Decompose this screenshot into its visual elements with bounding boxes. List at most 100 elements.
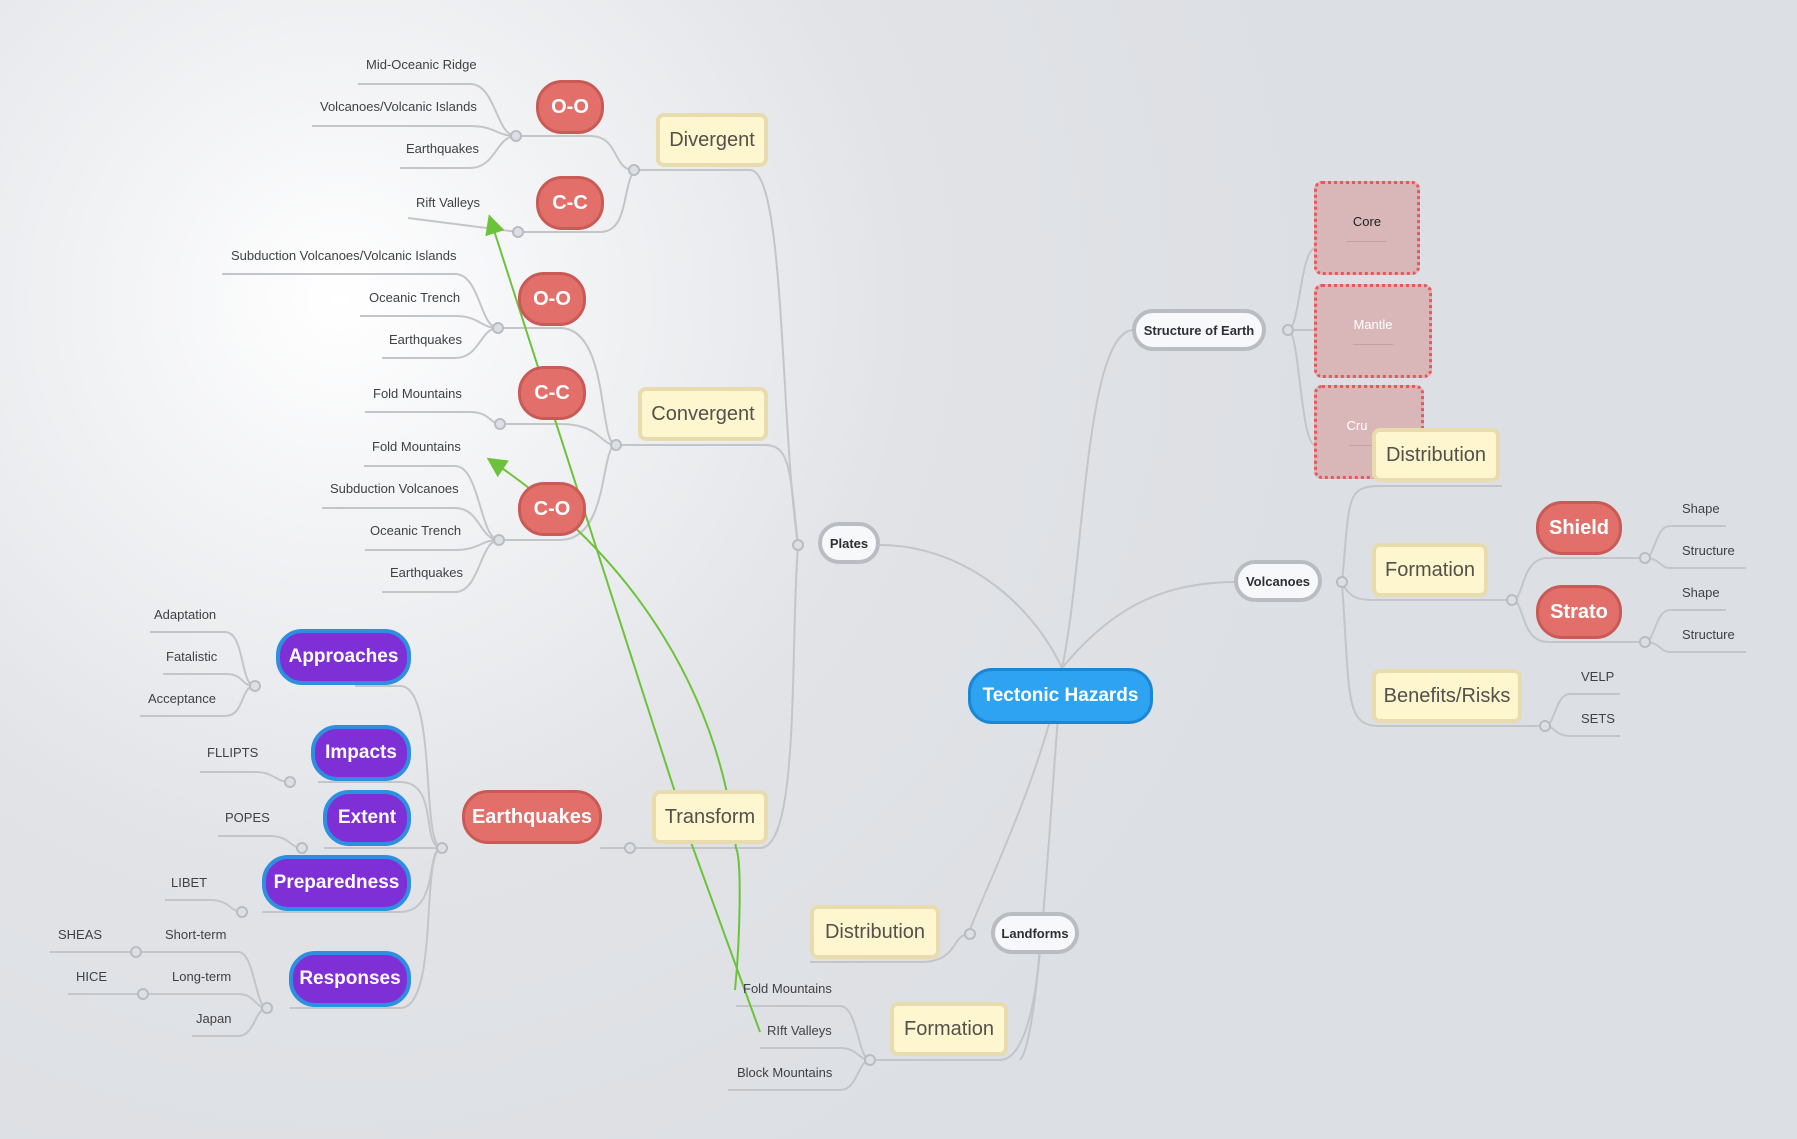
node-divergent-oo[interactable]: O-O bbox=[536, 80, 604, 134]
leaf-velp[interactable]: VELP bbox=[1581, 669, 1615, 684]
node-divergent-cc[interactable]: C-C bbox=[536, 176, 604, 230]
subtopic-benefits-risks[interactable]: Benefits/Risks bbox=[1372, 669, 1522, 723]
leaf-sets[interactable]: SETS bbox=[1581, 711, 1615, 726]
leaf-oceanic-trench-oo[interactable]: Oceanic Trench bbox=[369, 290, 461, 305]
leaf-volcanoes-volcanic-islands[interactable]: Volcanoes/Volcanic Islands bbox=[320, 99, 477, 114]
junction bbox=[864, 1054, 876, 1066]
leaf-fold-mountains-co[interactable]: Fold Mountains bbox=[372, 439, 461, 454]
leaf-land-fold-mountains[interactable]: Fold Mountains bbox=[743, 981, 832, 996]
leaf-fold-mountains-cc[interactable]: Fold Mountains bbox=[373, 386, 462, 401]
leaf-rift-valleys[interactable]: Rift Valleys bbox=[416, 195, 481, 210]
junction bbox=[436, 842, 448, 854]
line-eq-impacts bbox=[318, 781, 443, 849]
line-shield-leaf2 bbox=[1644, 557, 1746, 569]
subtopic-landform-distribution[interactable]: Distribution bbox=[810, 905, 940, 959]
leaf-strato-structure[interactable]: Structure bbox=[1682, 627, 1735, 642]
junction bbox=[296, 842, 308, 854]
leaf-earthquakes-oo[interactable]: Earthquakes bbox=[389, 332, 462, 347]
junction bbox=[512, 226, 524, 238]
leaf-land-block-mountains[interactable]: Block Mountains bbox=[737, 1065, 833, 1080]
line-div-oo-leaf3 bbox=[400, 135, 517, 169]
topic-structure-of-earth[interactable]: Structure of Earth bbox=[1132, 309, 1266, 351]
leaf-popes[interactable]: POPES bbox=[225, 810, 270, 825]
leaf-shield-shape[interactable]: Shape bbox=[1682, 501, 1720, 516]
core-label: Core bbox=[1352, 214, 1382, 229]
topic-volcanoes[interactable]: Volcanoes bbox=[1234, 560, 1322, 602]
node-convergent-cc[interactable]: C-C bbox=[518, 366, 586, 420]
leaf-sheas[interactable]: SHEAS bbox=[58, 927, 103, 942]
box-core[interactable]: Core bbox=[1314, 181, 1420, 275]
line-conv-oo-leaf2 bbox=[360, 315, 499, 329]
node-approaches[interactable]: Approaches bbox=[276, 629, 411, 685]
line-root-structure bbox=[1061, 329, 1135, 669]
node-responses[interactable]: Responses bbox=[289, 951, 411, 1007]
leaf-long-term[interactable]: Long-term bbox=[172, 969, 232, 984]
leaf-libet[interactable]: LIBET bbox=[171, 875, 208, 890]
line-formation-leaf2 bbox=[760, 1047, 871, 1061]
line-prep-leaf1 bbox=[165, 899, 243, 913]
junction bbox=[261, 1002, 273, 1014]
line-conv-co-leaf1 bbox=[364, 465, 500, 541]
leaf-fatalistic[interactable]: Fatalistic bbox=[166, 649, 218, 664]
junction bbox=[494, 418, 506, 430]
relation-arrow-fold-mountains bbox=[486, 457, 741, 991]
leaf-fllipts[interactable]: FLLIPTS bbox=[207, 745, 259, 760]
leaf-subduction-volcanoes-islands[interactable]: Subduction Volcanoes/Volcanic Islands bbox=[231, 248, 457, 263]
leaf-hice[interactable]: HICE bbox=[76, 969, 108, 984]
topic-plates[interactable]: Plates bbox=[818, 522, 880, 564]
subtopic-transform[interactable]: Transform bbox=[652, 790, 768, 844]
node-shield[interactable]: Shield bbox=[1536, 501, 1622, 555]
node-convergent-oo[interactable]: O-O bbox=[518, 272, 586, 326]
leaf-acceptance[interactable]: Acceptance bbox=[148, 691, 216, 706]
subtopic-volcano-distribution[interactable]: Distribution bbox=[1372, 428, 1500, 482]
subtopic-divergent[interactable]: Divergent bbox=[656, 113, 768, 167]
node-preparedness[interactable]: Preparedness bbox=[262, 855, 411, 911]
leaf-oceanic-trench-co[interactable]: Oceanic Trench bbox=[370, 523, 462, 538]
line-plates-convergent bbox=[616, 444, 799, 546]
node-strato[interactable]: Strato bbox=[1536, 585, 1622, 639]
subtopic-landform-formation[interactable]: Formation bbox=[890, 1002, 1008, 1056]
leaf-mid-oceanic-ridge[interactable]: Mid-Oceanic Ridge bbox=[366, 57, 477, 72]
line-volc-distribution bbox=[1341, 485, 1502, 583]
junction bbox=[492, 322, 504, 334]
line-conv-co-leaf4 bbox=[382, 539, 500, 593]
junction bbox=[964, 928, 976, 940]
leaf-earthquakes-div[interactable]: Earthquakes bbox=[406, 141, 479, 156]
leaf-strato-shape[interactable]: Shape bbox=[1682, 585, 1720, 600]
line-plates-bus bbox=[635, 169, 799, 546]
relation-arrow-rift-valleys bbox=[485, 214, 761, 1033]
central-topic[interactable]: Tectonic Hazards bbox=[968, 668, 1153, 724]
line-benefits-leaf2 bbox=[1544, 725, 1620, 737]
line-structure-crust bbox=[1287, 329, 1317, 447]
subtopic-volcano-formation[interactable]: Formation bbox=[1372, 543, 1488, 597]
subtopic-convergent[interactable]: Convergent bbox=[638, 387, 768, 441]
leaf-land-rift-valleys[interactable]: RIft Valleys bbox=[767, 1023, 832, 1038]
line-div-oo-leaf2 bbox=[312, 125, 517, 137]
leaf-shield-structure[interactable]: Structure bbox=[1682, 543, 1735, 558]
line-eq-responses bbox=[290, 847, 443, 1009]
junction bbox=[624, 842, 636, 854]
junction bbox=[249, 680, 261, 692]
leaf-japan[interactable]: Japan bbox=[196, 1011, 232, 1026]
leaf-subduction-volcanoes[interactable]: Subduction Volcanoes bbox=[330, 481, 459, 496]
junction bbox=[493, 534, 505, 546]
line-conv-co-leaf3 bbox=[365, 539, 500, 551]
node-impacts[interactable]: Impacts bbox=[311, 725, 411, 781]
junction bbox=[1336, 576, 1348, 588]
junction bbox=[628, 164, 640, 176]
junction bbox=[130, 946, 142, 958]
line-root-plates bbox=[879, 544, 1063, 669]
line-divergent-oo bbox=[520, 135, 635, 171]
line-strato-leaf2 bbox=[1644, 641, 1746, 653]
topic-landforms[interactable]: Landforms bbox=[991, 912, 1079, 954]
line-div-oo-leaf1 bbox=[358, 83, 517, 137]
node-extent[interactable]: Extent bbox=[323, 790, 411, 846]
leaf-adaptation[interactable]: Adaptation bbox=[154, 607, 217, 622]
leaf-earthquakes-co[interactable]: Earthquakes bbox=[390, 565, 463, 580]
box-mantle[interactable]: Mantle bbox=[1314, 284, 1432, 378]
line-conv-co bbox=[500, 444, 617, 541]
node-convergent-co[interactable]: C-O bbox=[518, 482, 586, 536]
junction bbox=[1539, 720, 1551, 732]
leaf-short-term[interactable]: Short-term bbox=[165, 927, 227, 942]
node-earthquakes[interactable]: Earthquakes bbox=[462, 790, 602, 844]
